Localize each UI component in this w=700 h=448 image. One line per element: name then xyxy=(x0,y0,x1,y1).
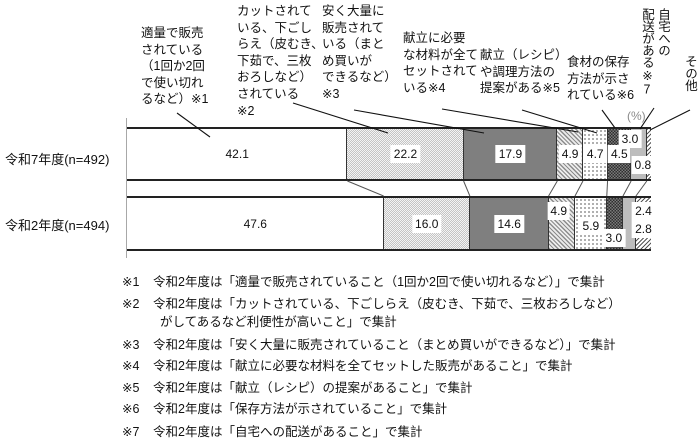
footnote-mark: ※6 xyxy=(122,402,140,416)
value-label: 17.9 xyxy=(495,144,526,163)
value-label: 42.1 xyxy=(225,146,249,161)
series-label-bulk-cheap: 安く大量に 販売されて いる（まと め買いが できるなど） ※3 xyxy=(322,4,397,101)
value-label: 14.6 xyxy=(494,214,524,233)
footnote-text: 令和2年度は「カットされている、下ごしらえ（皮むき、下茹で、三枚おろしなど） xyxy=(153,297,621,311)
segment-connector-line xyxy=(463,180,471,197)
footnote-text: 令和2年度は「保存方法が示されていること」で集計 xyxy=(153,402,448,416)
row-label-reiwa7: 令和7年度(n=492) xyxy=(5,152,110,167)
segment-connector-line xyxy=(347,180,384,197)
footnote-mark: ※5 xyxy=(122,381,140,395)
leader-line xyxy=(649,109,691,131)
footnote-mark: ※4 xyxy=(122,359,140,373)
footnote-text: 令和2年度は「安く大量に販売されていること（まとめ買いができるなど）」で集計 xyxy=(153,338,616,352)
value-label: 4.9 xyxy=(547,201,571,220)
series-label-home-delivery: 自宅への 配送がある※7 xyxy=(640,8,670,96)
value-label: 22.2 xyxy=(390,144,421,163)
value-label: 3.0 xyxy=(602,228,626,247)
series-label-other: その他 xyxy=(683,55,697,91)
series-label-recipe-proposal: 献立（レシピ） や調理方法の 提案がある※5 xyxy=(480,48,568,96)
footnote-mark: ※7 xyxy=(122,425,140,439)
bar-segment-other xyxy=(646,129,651,179)
value-label: 3.0 xyxy=(618,129,642,148)
series-label-storage-method: 食材の保存 方法が示さ れている※6 xyxy=(567,55,635,103)
segment-connector-line xyxy=(635,180,648,197)
footnote-mark: ※3 xyxy=(122,338,140,352)
bar-segment-appropriate-quantity xyxy=(127,129,348,179)
value-label: 47.6 xyxy=(243,216,267,231)
row-label-reiwa2: 令和2年度(n=494) xyxy=(5,218,110,233)
footnote-mark: ※2 xyxy=(122,297,140,311)
series-label-pre-cut: カットされて いる、下ごし らえ（皮むき、 下茹で、三枚 おろしなど） されてい… xyxy=(237,4,324,118)
value-label: 4.5 xyxy=(607,144,631,163)
series-label-meal-kit: 献立に必要 な材料が全て セットされて いる※4 xyxy=(403,31,479,95)
series-label-appropriate-quantity: 適量で販売 されている （1回か2回 で使い切れ るなど）※1 xyxy=(141,26,209,107)
segment-connector-line xyxy=(606,180,609,197)
bar-reiwa2 xyxy=(127,196,651,251)
bar-segment-appropriate-quantity xyxy=(127,198,384,249)
value-label: 4.9 xyxy=(558,144,582,163)
segment-connector-line xyxy=(548,180,558,197)
footnote-text: 令和2年度は「自宅への配送があること」で集計 xyxy=(153,425,423,439)
footnote-text-continued: がしてあるなど利便性が高いこと」で集計 xyxy=(160,315,397,329)
value-label: 0.8 xyxy=(631,155,655,174)
footnote-text: 令和2年度は「献立（レシピ）の提案があること」で集計 xyxy=(153,381,473,395)
value-label: 2.4 xyxy=(632,201,655,220)
footnote-text: 令和2年度は「献立に必要な材料を全てセットした販売があること」で集計 xyxy=(153,359,573,373)
unit-label: (%) xyxy=(627,109,646,123)
segment-connector-line xyxy=(622,180,632,197)
value-label: 2.8 xyxy=(632,219,655,238)
footnote-text: 令和2年度は「適量で販売されていること（1回か2回で使い切れるなど）」で集計 xyxy=(153,275,605,289)
footnote-mark: ※1 xyxy=(122,275,140,289)
leader-line xyxy=(601,109,616,129)
value-label: 16.0 xyxy=(412,214,442,233)
value-label: 4.7 xyxy=(583,144,607,163)
value-label: 5.9 xyxy=(579,216,603,235)
segment-connector-line xyxy=(574,180,584,197)
category-axis-line xyxy=(126,118,127,258)
